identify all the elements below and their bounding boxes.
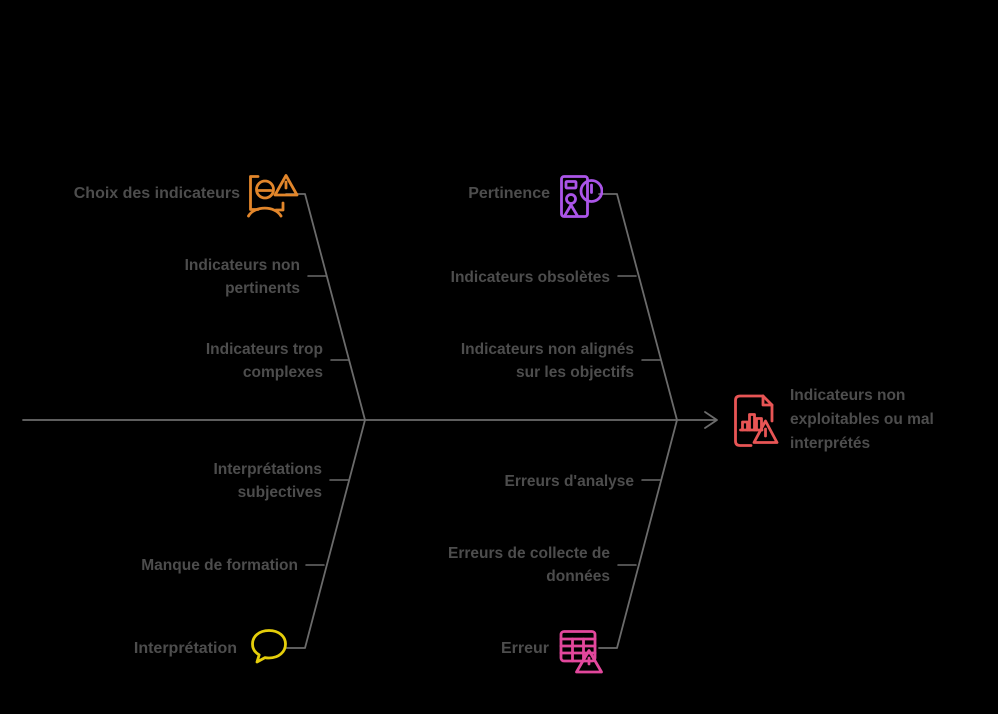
- branch-label-choix-des-indicateurs: Choix des indicateurs: [73, 185, 240, 202]
- branch-line-top-middle: [598, 193, 678, 421]
- person-board-alert-icon: [560, 175, 603, 218]
- branch-line-top-left: [285, 193, 366, 421]
- speech-bubble-icon: [251, 629, 287, 664]
- user-scan-warning-icon: [247, 174, 299, 218]
- branch-line-bottom-middle: [598, 419, 678, 649]
- branch-line-bottom-left: [285, 419, 366, 649]
- cause-erreurs-collecte-donnees: Erreurs de collecte de données: [448, 545, 610, 585]
- arrowhead-icon: [704, 411, 718, 429]
- table-warning-icon: [559, 630, 603, 674]
- branch-label-erreur: Erreur: [500, 640, 549, 657]
- cause-indicateurs-non-pertinents: Indicateurs non pertinents: [184, 257, 300, 297]
- cause-indicateurs-non-alignes: Indicateurs non alignés sur les objectif…: [460, 341, 634, 381]
- cause-manque-de-formation: Manque de formation: [141, 557, 298, 574]
- cause-indicateurs-obsoletes: Indicateurs obsolètes: [450, 269, 610, 286]
- cause-interpretations-subjectives: Interprétations subjectives: [213, 461, 322, 501]
- cause-indicateurs-trop-complexes: Indicateurs trop complexes: [205, 341, 323, 381]
- effect-label: Indicateurs non exploitables ou mal inte…: [790, 387, 934, 452]
- cause-erreurs-analyse: Erreurs d'analyse: [504, 473, 634, 490]
- branch-label-pertinence: Pertinence: [468, 185, 550, 202]
- document-chart-warning-icon: [734, 394, 779, 447]
- branch-label-interpretation: Interprétation: [133, 640, 237, 657]
